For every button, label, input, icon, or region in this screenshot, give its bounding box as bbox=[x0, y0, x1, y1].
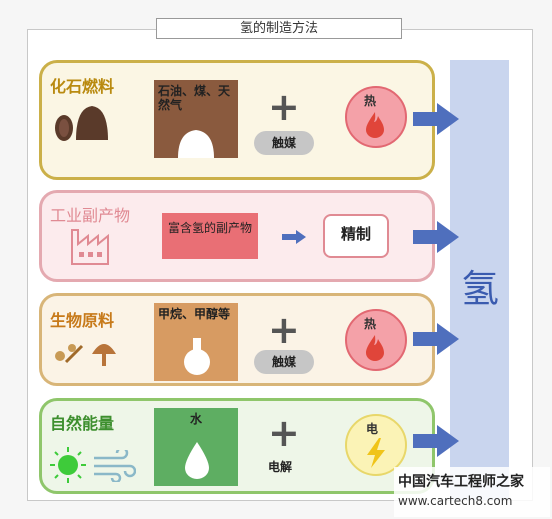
heat-label: 热 bbox=[364, 94, 377, 108]
watermark-bg bbox=[394, 467, 550, 517]
material-text-water: 水 bbox=[189, 412, 202, 426]
wind-icon bbox=[94, 450, 136, 482]
flask-icon bbox=[184, 338, 210, 375]
row-label-fossil: 化石燃料 bbox=[50, 77, 115, 96]
heat-label: 热 bbox=[364, 317, 377, 331]
fossil-fuel-icon bbox=[55, 106, 108, 141]
refining-text: 精制 bbox=[340, 225, 371, 243]
electricity-label: 电 bbox=[366, 422, 379, 436]
arrow-to-hydrogen bbox=[413, 221, 459, 253]
material-box-industrial: 富含氢的副产物 bbox=[162, 213, 258, 259]
hydrogen-bar bbox=[450, 60, 509, 500]
catalyst-badge: 触媒 bbox=[254, 131, 314, 155]
plus-icon: + bbox=[268, 411, 300, 455]
gas-flame-icon bbox=[178, 130, 214, 158]
small-arrow-icon bbox=[282, 230, 306, 244]
sun-icon bbox=[50, 447, 86, 483]
row-label-natural: 自然能量 bbox=[50, 414, 115, 433]
material-text-fossil: 石油、煤、天然气 bbox=[158, 84, 231, 112]
biomass-icon bbox=[55, 344, 116, 366]
material-text-bio: 甲烷、甲醇等 bbox=[158, 307, 231, 321]
diagram-title: 氢的制造方法 bbox=[156, 18, 402, 39]
row-label-industrial: 工业副产物 bbox=[50, 206, 131, 225]
material-text-industrial: 富含氢的副产物 bbox=[167, 221, 252, 235]
arrow-to-hydrogen bbox=[413, 425, 459, 457]
water-drop-icon bbox=[185, 442, 209, 479]
hydrogen-label: 氢 bbox=[460, 267, 499, 311]
plus-icon: + bbox=[268, 308, 300, 352]
material-box-fossil: 石油、煤、天然气 bbox=[154, 80, 238, 158]
electrolysis-label: 电解 bbox=[268, 460, 293, 474]
watermark-url: www.cartech8.com bbox=[398, 494, 513, 508]
arrow-to-hydrogen bbox=[413, 103, 459, 135]
fire-icon bbox=[366, 112, 384, 138]
row-label-bio: 生物原料 bbox=[50, 311, 115, 330]
watermark-name: 中国汽车工程师之家 bbox=[398, 474, 524, 490]
fire-icon bbox=[366, 335, 384, 361]
arrow-to-hydrogen bbox=[413, 323, 459, 355]
plus-icon: + bbox=[268, 85, 300, 129]
factory-icon bbox=[71, 229, 109, 265]
lightning-icon bbox=[367, 438, 385, 468]
refining-box: 精制 bbox=[323, 214, 389, 258]
catalyst-badge: 触媒 bbox=[254, 350, 314, 374]
